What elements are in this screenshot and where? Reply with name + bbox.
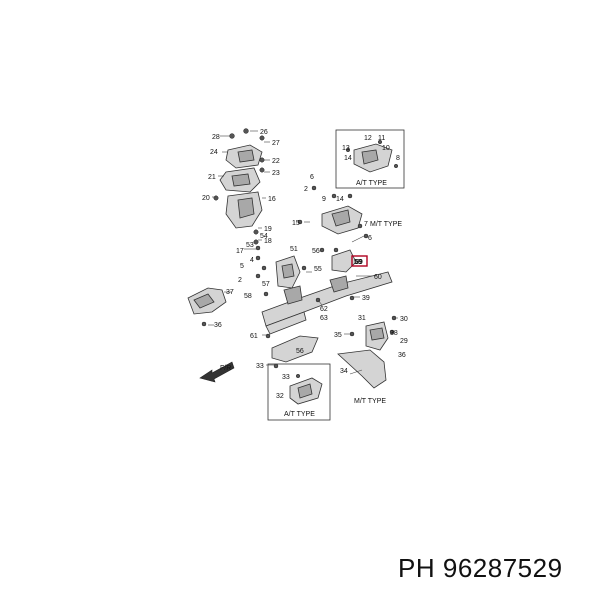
callout: 56 — [312, 248, 320, 255]
callout: 28 — [212, 134, 220, 141]
engine-mount-lower-bracket — [213, 191, 263, 245]
callout: 23 — [272, 170, 280, 177]
callout: 33 — [256, 363, 264, 370]
callout: 2 — [238, 277, 242, 284]
callout: 18 — [264, 238, 272, 245]
callout: 21 — [208, 174, 216, 181]
callout: 38 — [390, 330, 398, 337]
transmission-mount — [319, 247, 357, 273]
callout: 8 — [396, 155, 400, 162]
callout: 35 — [334, 332, 342, 339]
callout: 33 — [282, 374, 290, 381]
callout: 34 — [340, 368, 348, 375]
callout: 29 — [400, 338, 408, 345]
callout: 62 — [320, 306, 328, 313]
mt-bracket-right — [297, 185, 369, 239]
callout: 39 — [362, 295, 370, 302]
callout: 60 — [374, 274, 382, 281]
callout: 37 — [226, 289, 234, 296]
at-type-label-bottom: A/T TYPE — [284, 411, 315, 418]
callout: 6 — [310, 174, 314, 181]
callout: 10 — [382, 145, 390, 152]
callout: 14 — [336, 196, 344, 203]
part-number-caption: PH 96287529 — [398, 553, 563, 584]
mount-lower-right — [337, 315, 397, 389]
at-type-box-top — [335, 129, 405, 189]
lower-shield — [265, 333, 319, 369]
callout: 20 — [202, 195, 210, 202]
crossmember — [261, 271, 393, 335]
mt-type-label-right: M/T TYPE — [370, 221, 402, 228]
callout: 9 — [322, 196, 326, 203]
callout: 11 — [378, 135, 385, 142]
callout: 16 — [268, 196, 276, 203]
callout: 32 — [276, 393, 284, 400]
callout-numbers: 28 26 27 24 22 23 21 20 16 19 18 17 13 1… — [202, 129, 408, 400]
at-type-box-bottom — [267, 363, 331, 421]
engine-mount-middle — [219, 167, 261, 193]
callout: 26 — [260, 129, 268, 136]
callout: 36 — [398, 352, 406, 359]
leader-lines — [208, 130, 398, 375]
brand-prefix: PH — [398, 553, 436, 583]
callout: 31 — [358, 315, 366, 322]
callout: 14 — [344, 155, 352, 162]
mt-type-label-bottom: M/T TYPE — [354, 398, 386, 405]
callout: 55 — [314, 266, 322, 273]
engine-mount-upper — [225, 128, 265, 173]
callout: 7 — [364, 221, 368, 228]
callout: 19 — [264, 226, 272, 233]
callout: 58 — [244, 293, 252, 300]
callout: 53 — [246, 242, 254, 249]
callout: 6 — [368, 235, 372, 242]
callout: 54 — [260, 233, 268, 240]
callout: 5 — [240, 263, 244, 270]
callout: 17 — [236, 248, 244, 255]
callout: 51 — [290, 246, 298, 253]
front-direction-arrow-icon: F/R — [199, 361, 235, 383]
callout: 4 — [250, 257, 254, 264]
callout: 36 — [214, 322, 222, 329]
center-mount — [255, 245, 307, 297]
callout: 30 — [400, 316, 408, 323]
callout: 12 — [364, 135, 372, 142]
callout: 56 — [296, 348, 304, 355]
part-number: 96287529 — [442, 553, 563, 583]
callout: 61 — [250, 333, 258, 340]
callout: 24 — [210, 149, 218, 156]
callout: 27 — [272, 140, 280, 147]
callout: 2 — [304, 186, 308, 193]
callout: 13 — [342, 145, 350, 152]
callout: 59 — [354, 259, 362, 266]
callout: 15 — [292, 220, 300, 227]
callout: 22 — [272, 158, 280, 165]
at-type-label-top: A/T TYPE — [356, 180, 387, 187]
callout: 57 — [262, 281, 270, 288]
direction-label: F/R — [220, 365, 231, 372]
callout: 63 — [320, 315, 328, 322]
highlight-number: 59 — [355, 259, 363, 266]
heat-shield-left — [187, 287, 227, 327]
highlighted-callout: 59 — [351, 255, 368, 267]
